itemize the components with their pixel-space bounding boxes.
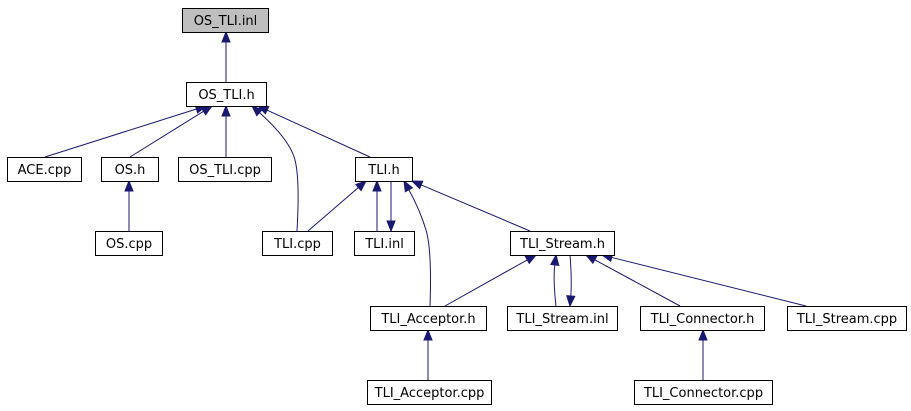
arrowhead-icon — [403, 179, 414, 193]
node-os-tli-inl[interactable]: OS_TLI.inl — [182, 8, 269, 33]
arrowhead-icon — [221, 104, 231, 117]
node-box — [370, 306, 487, 331]
arrowhead-icon — [124, 179, 134, 192]
edge-tli-stream-inl-to-tli-stream-h — [550, 253, 560, 307]
node-label: ACE.cpp — [18, 163, 72, 178]
node-os-h[interactable]: OS.h — [101, 157, 159, 182]
edges-layer — [44, 30, 807, 380]
arrowhead-icon — [566, 295, 576, 308]
edge-line — [569, 254, 572, 297]
node-label: TLI_Acceptor.cpp — [374, 386, 485, 401]
edge-line — [553, 264, 557, 307]
node-label: TLI_Stream.cpp — [796, 312, 897, 327]
edge-line — [444, 259, 528, 307]
arrowhead-icon — [354, 180, 368, 192]
arrowhead-icon — [221, 30, 231, 43]
edge-line — [259, 112, 299, 232]
node-box — [95, 231, 163, 256]
arrowhead-icon — [698, 328, 708, 341]
edge-os-cpp-to-os-h — [124, 179, 134, 231]
node-tli-stream-h[interactable]: TLI_Stream.h — [510, 231, 615, 256]
edge-tli-inl-to-tli-h — [372, 179, 382, 231]
node-tli-stream-cpp[interactable]: TLI_Stream.cpp — [787, 306, 907, 331]
edge-tli-stream-h-to-tli-stream-inl — [566, 254, 576, 308]
edge-line — [129, 110, 204, 158]
node-os-tli-h[interactable]: OS_TLI.h — [186, 82, 267, 107]
node-tli-connector-cpp[interactable]: TLI_Connector.cpp — [634, 380, 773, 405]
node-os-cpp[interactable]: OS.cpp — [95, 231, 163, 256]
edge-line — [307, 187, 359, 232]
arrowhead-icon — [372, 179, 382, 192]
node-label: OS_TLI.h — [198, 88, 254, 103]
node-box — [7, 157, 82, 182]
node-box — [634, 380, 773, 405]
edge-tli-h-to-os-tli-h — [256, 105, 371, 158]
node-box — [262, 231, 333, 256]
node-label: OS.cpp — [106, 237, 152, 252]
node-box — [101, 157, 159, 182]
node-label: OS_TLI.cpp — [189, 163, 261, 178]
edge-ace-cpp-to-os-tli-h — [44, 104, 208, 158]
arrowhead-icon — [584, 254, 598, 265]
edge-tli-stream-h-to-tli-h — [410, 180, 531, 232]
node-label: TLI_Stream.h — [519, 237, 605, 252]
arrowhead-icon — [200, 105, 214, 116]
node-label: TLI_Stream.inl — [515, 312, 608, 327]
arrowhead-icon — [410, 180, 424, 190]
node-tli-inl[interactable]: TLI.inl — [354, 231, 415, 256]
edge-tli-acceptor-h-to-tli-stream-h — [444, 254, 538, 307]
node-tli-acceptor-cpp[interactable]: TLI_Acceptor.cpp — [367, 380, 492, 405]
node-label: TLI.h — [367, 163, 399, 178]
node-box — [367, 380, 492, 405]
node-os-tli-cpp[interactable]: OS_TLI.cpp — [178, 157, 272, 182]
node-tli-acceptor-h[interactable]: TLI_Acceptor.h — [370, 306, 487, 331]
node-tli-stream-inl[interactable]: TLI_Stream.inl — [507, 306, 618, 331]
node-tli-connector-h[interactable]: TLI_Connector.h — [640, 306, 765, 331]
edge-line — [44, 108, 197, 158]
edge-line — [421, 184, 531, 232]
node-ace-cpp[interactable]: ACE.cpp — [7, 157, 82, 182]
node-box — [354, 231, 415, 256]
node-box — [178, 157, 272, 182]
edge-os-tli-h-to-os-tli-inl — [221, 30, 231, 82]
node-label: TLI_Connector.h — [650, 312, 755, 327]
node-label: OS.h — [115, 163, 146, 178]
edge-line — [594, 259, 681, 307]
edge-tli-acceptor-cpp-to-tli-acceptor-h — [423, 328, 433, 380]
node-tli-cpp[interactable]: TLI.cpp — [262, 231, 333, 256]
edge-line — [611, 256, 807, 307]
edge-os-tli-cpp-to-os-tli-h — [221, 104, 231, 157]
node-box — [510, 231, 615, 256]
arrowhead-icon — [423, 328, 433, 341]
node-label: TLI_Acceptor.h — [380, 312, 475, 327]
edge-line — [408, 189, 431, 307]
arrowhead-icon — [386, 220, 396, 233]
edge-tli-cpp-to-tli-h — [307, 180, 368, 232]
node-label: TLI_Connector.cpp — [643, 386, 763, 401]
node-box — [355, 157, 413, 182]
node-label: TLI.cpp — [273, 237, 321, 252]
edge-os-h-to-os-tli-h — [129, 105, 214, 158]
edge-line — [266, 109, 371, 158]
node-box — [507, 306, 618, 331]
node-box — [787, 306, 907, 331]
node-label: OS_TLI.inl — [194, 14, 258, 29]
edge-tli-connector-cpp-to-tli-connector-h — [698, 328, 708, 380]
node-box — [640, 306, 765, 331]
node-tli-h[interactable]: TLI.h — [355, 157, 413, 182]
edge-tli-cpp-to-os-tli-h — [250, 105, 299, 232]
arrowhead-icon — [250, 105, 263, 117]
node-label: TLI.inl — [364, 237, 404, 252]
node-box — [186, 82, 267, 107]
node-box — [182, 8, 269, 33]
arrowhead-icon — [524, 254, 538, 265]
edge-tli-h-to-tli-inl — [386, 181, 396, 233]
arrowhead-icon — [550, 253, 560, 266]
edge-tli-acceptor-h-to-tli-h — [403, 179, 431, 307]
